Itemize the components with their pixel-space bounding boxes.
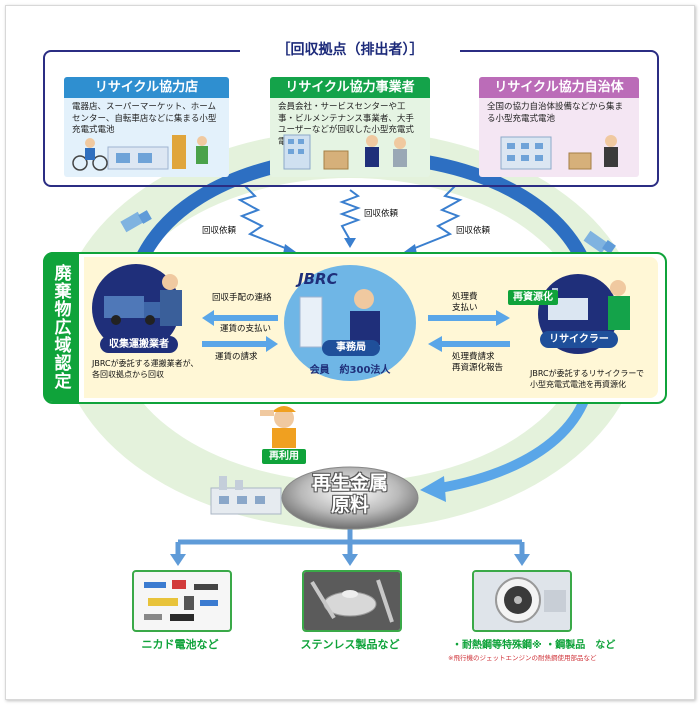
right-arrows xyxy=(428,310,510,352)
label-fare-request: 運賃の請求 xyxy=(215,352,258,362)
metal-ellipse xyxy=(281,466,419,530)
recycle-tag: 再資源化 xyxy=(508,290,558,305)
dist-arrow-2 xyxy=(342,554,358,566)
metal-title-line-2: 原料 xyxy=(330,494,369,516)
office-illustration xyxy=(284,265,416,381)
left-arrows xyxy=(202,310,278,352)
request-label-left: 回収依頼 xyxy=(202,226,237,236)
dist-arrow-3 xyxy=(514,554,530,566)
factory-illustration xyxy=(210,476,282,515)
collector-illustration xyxy=(92,264,182,352)
municipality-illustration xyxy=(500,135,618,170)
product-heat-resistant-steel xyxy=(472,570,572,632)
card-recycle-municipality: リサイクル協力自治体 全国の協力自治体設備などから集まる小型充電式電池 xyxy=(479,77,639,177)
label-fee-request-2: 再資源化報告 xyxy=(452,363,504,373)
store-illustration xyxy=(72,135,208,171)
side-label: 廃棄物広域認定 xyxy=(43,252,79,402)
card-text: 電器店、スーパーマーケット、ホームセンター、自転車店などに集まる小型充電式電池 xyxy=(72,102,217,135)
jbrc-logo: JBRC xyxy=(298,270,338,288)
metal-arrow-head xyxy=(420,476,446,502)
card-title: リサイクル協力店 xyxy=(64,77,229,98)
truck-icon-right xyxy=(583,230,616,254)
card-text: 全国の協力自治体設備などから集まる小型充電式電池 xyxy=(487,102,624,124)
worker-illustration xyxy=(260,406,296,448)
collection-title: ［回収拠点（排出者）］ xyxy=(240,39,460,59)
request-signal-right xyxy=(409,185,463,251)
request-label-right: 回収依頼 xyxy=(456,226,491,236)
request-signal-left xyxy=(237,185,291,251)
distribution-lines xyxy=(175,528,525,556)
product-nicad xyxy=(132,570,232,632)
product-label-heat-resistant: ・耐熱鋼等特殊鋼※ ・鋼製品 など xyxy=(452,640,616,651)
office-members: 会員 約300法人 xyxy=(309,365,391,376)
nicad-illustration xyxy=(144,580,218,621)
jet-engine-illustration xyxy=(474,572,570,630)
card-title: リサイクル協力自治体 xyxy=(479,77,639,98)
reuse-tag: 再利用 xyxy=(262,449,306,464)
metal-title-line-1: 再生金属 xyxy=(311,472,388,494)
signal-head-center xyxy=(344,238,356,248)
truck-icon xyxy=(120,210,152,233)
recycler-badge: リサイクラー xyxy=(540,331,618,348)
product-label-stainless: ステンレス製品など xyxy=(300,638,400,651)
label-process-fee-2: 支払い xyxy=(452,303,478,313)
product-stainless xyxy=(302,570,402,632)
signal-head-left xyxy=(283,244,296,254)
label-fare-payment: 運賃の支払い xyxy=(220,324,272,334)
label-process-fee-1: 処理費 xyxy=(452,292,478,302)
collector-description: JBRCが委託する運搬業者が、各回収拠点から回収 xyxy=(92,359,199,379)
office-badge: 事務局 xyxy=(322,340,380,356)
product-label-nicad: ニカド電池など xyxy=(141,638,219,651)
partner-illustration xyxy=(283,134,407,170)
collector-badge: 収集運搬業者 xyxy=(100,336,178,353)
request-signal-center xyxy=(339,189,361,241)
recycled-metal-title: 再生金属 原料 xyxy=(285,472,415,516)
card-recycle-partner: リサイクル協力事業者 会員会社・サービスセンターや工事・ビルメンテナンス事業者、… xyxy=(270,77,430,177)
card-title: リサイクル協力事業者 xyxy=(270,77,430,98)
card-recycle-store: リサイクル協力店 電器店、スーパーマーケット、ホームセンター、自転車店などに集ま… xyxy=(64,77,229,177)
dist-arrow-1 xyxy=(170,554,186,566)
label-process-fee: 処理費支払い xyxy=(452,292,478,314)
request-label-center: 回収依頼 xyxy=(364,209,399,219)
label-fee-request: 処理費請求再資源化報告 xyxy=(452,352,503,374)
recycler-description: JBRCが委託するリサイクラーで小型充電式電池を再資源化 xyxy=(530,369,644,389)
stainless-illustration xyxy=(304,572,400,630)
label-fee-request-1: 処理費請求 xyxy=(452,352,495,362)
label-arrange-contact: 回収手配の連絡 xyxy=(212,293,272,303)
signal-head-right xyxy=(404,244,417,254)
product-note: ※飛行機のジェットエンジンの耐熱鋼使用部品など xyxy=(448,654,597,662)
